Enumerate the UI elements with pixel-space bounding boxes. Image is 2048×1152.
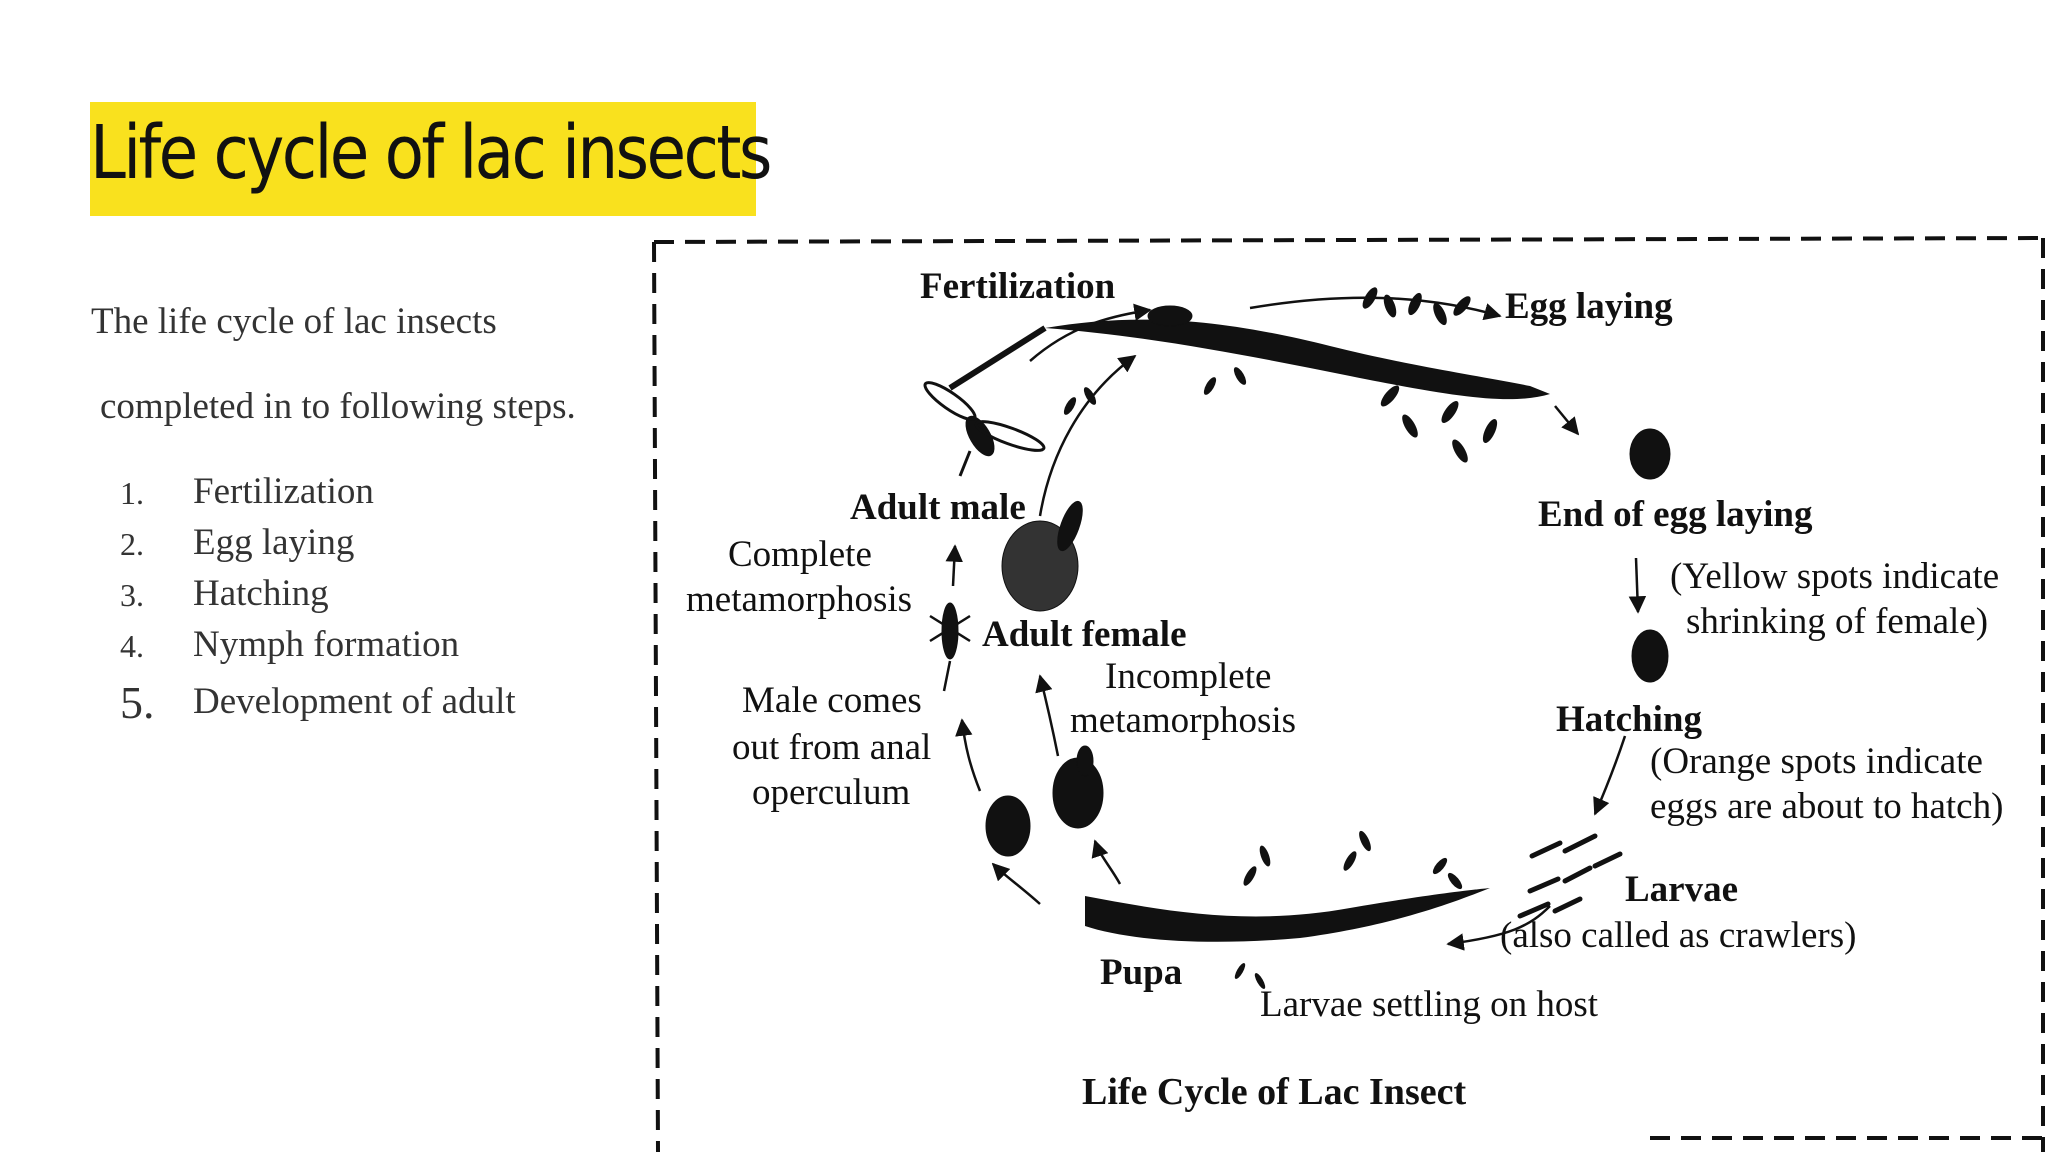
lower-twig — [1085, 888, 1490, 942]
label-orange-note-2: eggs are about to hatch) — [1650, 786, 2003, 827]
arrow-to-adult-female — [1035, 674, 1060, 757]
upper-twig — [1045, 319, 1550, 400]
label-larvae-note: (also called as crawlers) — [1500, 915, 1856, 956]
label-fertilization: Fertilization — [920, 266, 1116, 307]
step-number: 2. — [120, 526, 144, 562]
step-number: 4. — [120, 628, 144, 664]
male-pupa-icon — [985, 795, 1031, 857]
label-incomplete-2: metamorphosis — [1070, 700, 1296, 741]
insect-figures — [923, 305, 1671, 919]
step-number: 3. — [120, 577, 144, 613]
nymph-female-icon — [1052, 745, 1104, 829]
adult-male-nymph-icon — [929, 602, 971, 692]
winged-male-icon — [923, 381, 1046, 477]
egg-laying-female-icon — [1629, 428, 1671, 480]
label-egg-laying: Egg laying — [1505, 286, 1673, 327]
lifecycle-diagram: Fertilization Egg laying End of egg layi… — [652, 236, 2048, 1152]
arrow-to-male-pupa — [991, 862, 1041, 905]
label-complete-1: Complete — [728, 534, 872, 575]
diagram-frame — [652, 236, 2048, 1152]
diagram-labels: Fertilization Egg laying End of egg layi… — [686, 266, 2003, 1113]
label-yellow-note-1: (Yellow spots indicate — [1670, 556, 1999, 597]
label-larvae-settling: Larvae settling on host — [1260, 984, 1599, 1025]
twig-branch — [948, 325, 1047, 391]
arrow-female-to-twig — [1038, 354, 1137, 517]
diagram-caption: Life Cycle of Lac Insect — [1082, 1071, 1466, 1113]
label-pupa: Pupa — [1100, 952, 1182, 993]
fertilization-insect-icon — [1147, 305, 1193, 327]
adult-female-icon — [1001, 500, 1083, 612]
label-yellow-note-2: shrinking of female) — [1686, 601, 1988, 642]
label-adult-male: Adult male — [850, 487, 1026, 528]
leaf-sprigs — [1063, 287, 1498, 989]
intro-line-2: completed in to following steps. — [100, 386, 576, 427]
label-male-comes-3: operculum — [752, 772, 910, 813]
label-complete-2: metamorphosis — [686, 579, 912, 620]
label-larvae: Larvae — [1625, 869, 1738, 910]
slide-title: Life cycle of lac insects — [90, 110, 772, 196]
larvae-crawlers-icon — [1517, 833, 1623, 919]
step-label: Egg laying — [193, 522, 355, 563]
arrow-to-adult-male — [945, 544, 963, 587]
step-label: Fertilization — [193, 471, 374, 512]
arrow-to-complete-metamorphosis — [955, 718, 982, 792]
title-highlight — [90, 102, 756, 216]
step-number: 5. — [120, 677, 155, 728]
cycle-arrows — [945, 296, 1647, 951]
arrow-to-settling — [1446, 905, 1551, 951]
label-male-comes-2: out from anal — [732, 727, 931, 768]
intro-line-1: The life cycle of lac insects — [91, 301, 497, 342]
shrinking-female-icon — [1631, 629, 1669, 683]
arrow-to-larvae — [1593, 735, 1627, 816]
arrow-to-end-of-egg — [1554, 405, 1580, 436]
arrow-fertilization — [1029, 303, 1152, 362]
label-incomplete-1: Incomplete — [1105, 656, 1271, 697]
arrow-egg-laying — [1249, 296, 1502, 321]
arrow-to-hatching — [1628, 557, 1647, 614]
step-label: Hatching — [193, 573, 329, 614]
label-adult-female: Adult female — [982, 614, 1187, 655]
label-male-comes-1: Male comes — [742, 680, 922, 721]
step-number: 1. — [120, 475, 144, 511]
label-orange-note-1: (Orange spots indicate — [1650, 741, 1983, 782]
step-label: Nymph formation — [193, 624, 460, 665]
label-end-of-egg-laying: End of egg laying — [1538, 494, 1813, 535]
arrow-to-nymph-female — [1091, 839, 1122, 885]
step-label: Development of adult — [193, 681, 516, 722]
label-hatching: Hatching — [1556, 699, 1702, 740]
